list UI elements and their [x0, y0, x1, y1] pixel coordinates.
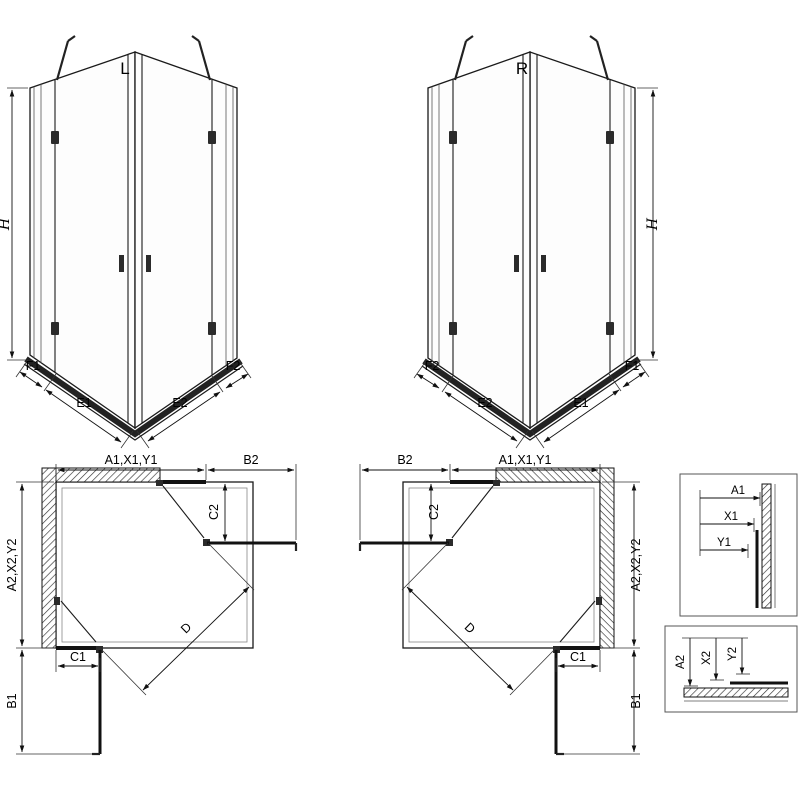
- dim-label-e1-left: E1: [76, 396, 91, 410]
- dim-label-a1-detail: A1: [731, 485, 745, 497]
- dim-label-c2-plan-right: C2: [427, 504, 441, 520]
- elevation-view-right: [414, 36, 658, 448]
- dim-label-a1group-plan-left: A1,X1,Y1: [105, 453, 158, 467]
- dim-label-a2group-plan-left: A2,X2,Y2: [5, 539, 19, 592]
- dim-label-height-left: H: [0, 217, 13, 231]
- detail-box-wall-profile-vertical: A1 X1 Y1: [679, 473, 798, 617]
- dim-label-e1-right: E1: [573, 396, 588, 410]
- dim-label-y2-detail: Y2: [727, 647, 739, 661]
- dim-label-f1-right: F1: [625, 359, 640, 373]
- dim-label-x1-detail: X1: [724, 511, 738, 523]
- detail-box-wall-profile-horizontal: A2 X2 Y2: [664, 625, 798, 713]
- dim-label-f2-left: F2: [226, 359, 241, 373]
- dim-label-f1-left: F1: [26, 359, 41, 373]
- dim-label-b1-plan-right: B1: [629, 693, 643, 708]
- elevation-right-label: R: [516, 59, 528, 78]
- dim-label-c1-plan-right: C1: [570, 650, 586, 664]
- elevation-view-left: [7, 36, 251, 448]
- detail-box-bottom-border: [664, 625, 798, 713]
- dim-label-a2group-plan-right: A2,X2,Y2: [629, 539, 643, 592]
- dim-label-y1-detail: Y1: [717, 537, 731, 549]
- elevation-left-label: L: [120, 59, 129, 78]
- dim-label-c2-plan-left: C2: [207, 504, 221, 520]
- dim-label-a1group-plan-right: A1,X1,Y1: [499, 453, 552, 467]
- dim-label-b2-plan-right: B2: [397, 453, 412, 467]
- plan-view-right: [360, 464, 640, 754]
- dim-label-b1-plan-left: B1: [5, 693, 19, 708]
- wall-profile-section: [761, 483, 772, 609]
- plan-view-left: [16, 464, 296, 754]
- dim-label-f2-right: F2: [425, 359, 440, 373]
- dim-label-e2-left: E2: [172, 396, 187, 410]
- dim-label-e2-right: E2: [477, 396, 492, 410]
- dim-label-a2-detail: A2: [675, 655, 687, 669]
- wall-profile-section-horizontal: [683, 687, 789, 698]
- dim-label-b2-plan-left: B2: [243, 453, 258, 467]
- dim-label-height-right: H: [645, 217, 661, 231]
- dim-label-c1-plan-left: C1: [70, 650, 86, 664]
- dim-label-x2-detail: X2: [701, 651, 713, 665]
